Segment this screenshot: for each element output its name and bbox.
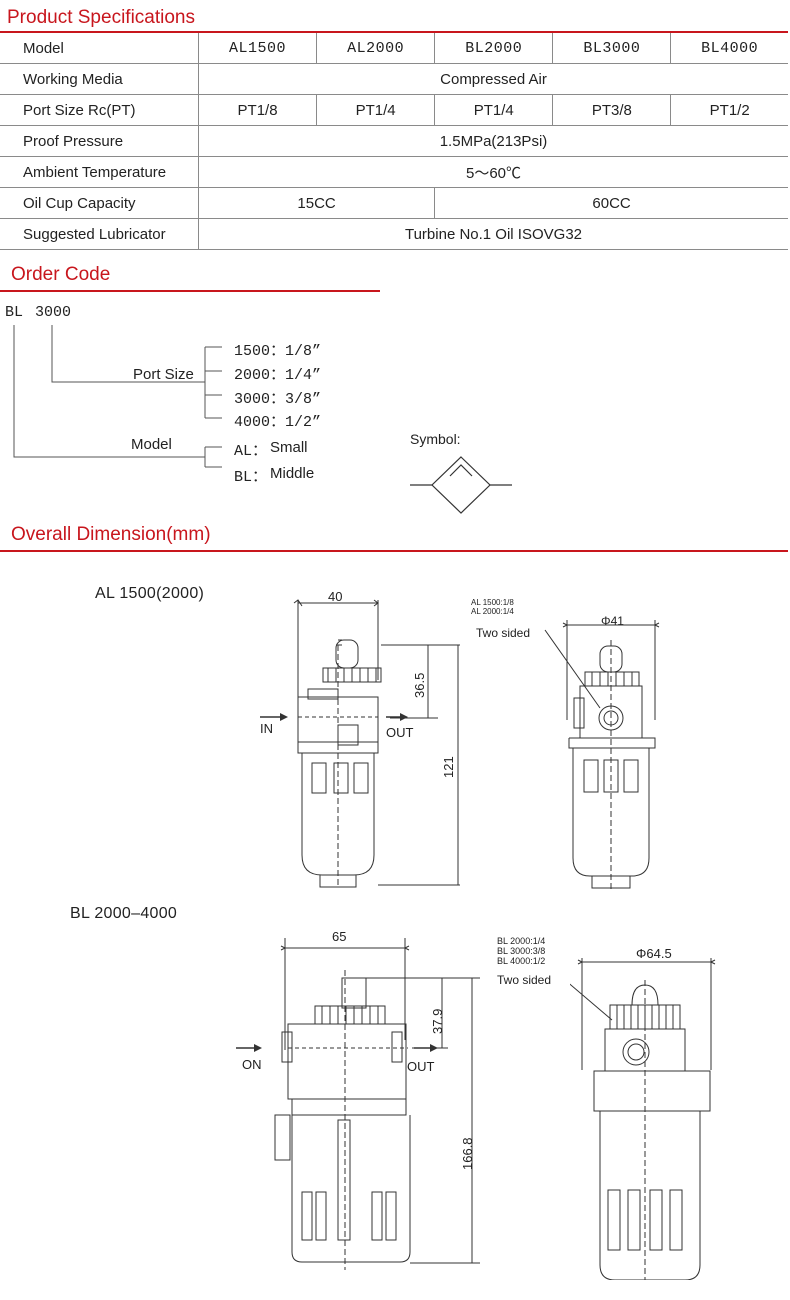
- bl-out-label: OUT: [407, 1059, 435, 1074]
- spec-cell-model-2: AL2000: [316, 33, 436, 64]
- spec-row-media: Working Media Compressed Air: [0, 63, 788, 95]
- bl-dim-top-height: 37.9: [430, 1008, 445, 1034]
- spec-cell-model-3: BL2000: [434, 33, 554, 64]
- symbol-label: Symbol:: [410, 431, 461, 447]
- al-port-note-1: AL 1500:1/8: [471, 598, 514, 607]
- lubricator-symbol-icon: [410, 456, 512, 514]
- spec-row-proof: Proof Pressure 1.5MPa(213Psi): [0, 125, 788, 157]
- bl-heading: BL 2000–4000: [70, 905, 178, 922]
- spec-row-lubricator: Suggested Lubricator Turbine No.1 Oil IS…: [0, 218, 788, 250]
- spec-label-lubricator: Suggested Lubricator: [0, 218, 199, 250]
- spec-title-underline: [0, 31, 788, 33]
- spec-cell-port-3: PT1/4: [434, 94, 554, 126]
- bl-dim-width: 65: [332, 929, 347, 944]
- bl-port-note-3: BL 4000:1/2: [497, 956, 546, 966]
- order-code-prefix: BL: [5, 304, 24, 321]
- al-side-drawing: [544, 620, 660, 890]
- spec-cell-model-1: AL1500: [197, 33, 318, 64]
- al-heading: AL 1500(2000): [95, 585, 205, 602]
- bl-in-label: ON: [242, 1057, 262, 1072]
- order-model-label: Model: [131, 436, 172, 453]
- al-front-drawing: [260, 599, 460, 888]
- dimension-title-underline: [0, 550, 788, 552]
- spec-cell-model-4: BL3000: [552, 33, 672, 64]
- spec-label-oil: Oil Cup Capacity: [0, 187, 199, 219]
- al-in-label: IN: [260, 721, 273, 736]
- order-title-underline: [0, 290, 380, 292]
- spec-cell-lubricator: Turbine No.1 Oil ISOVG32: [198, 218, 788, 250]
- bl-dim-height: 166.8: [460, 1137, 475, 1170]
- spec-row-model: Model AL1500 AL2000 BL2000 BL3000 BL4000: [0, 33, 788, 64]
- al-dim-top-height: 36.5: [412, 672, 427, 698]
- bl-port-note-2: BL 3000:3/8: [497, 946, 546, 956]
- order-model-code-bl: BL：: [234, 469, 268, 486]
- al-out-label: OUT: [386, 725, 414, 740]
- order-code-number: 3000: [35, 304, 72, 321]
- spec-cell-port-4: PT3/8: [552, 94, 672, 126]
- spec-table: Model AL1500 AL2000 BL2000 BL3000 BL4000…: [0, 33, 788, 250]
- order-model-desc-bl: Middle: [270, 465, 315, 482]
- al-port-note-2: AL 2000:1/4: [471, 607, 514, 616]
- al-dim-side-width: Φ41: [601, 614, 624, 628]
- spec-row-port: Port Size Rc(PT) PT1/8 PT1/4 PT1/4 PT3/8…: [0, 94, 788, 126]
- order-port-option-1: 1500：1/8”: [234, 343, 322, 360]
- order-port-option-4: 4000：1/2”: [234, 414, 322, 431]
- order-port-option-3: 3000：3/8”: [234, 391, 322, 408]
- al-dim-width: 40: [328, 589, 343, 604]
- order-code-tree: [13, 325, 222, 468]
- spec-title: Product Specifications: [7, 7, 195, 28]
- order-model-code-al: AL：: [234, 443, 268, 460]
- al-two-sided: Two sided: [476, 626, 531, 640]
- spec-cell-port-5: PT1/2: [670, 94, 788, 126]
- spec-label-media: Working Media: [0, 63, 199, 95]
- al-dim-height: 121: [441, 756, 456, 778]
- bl-front-drawing: [236, 938, 480, 1270]
- spec-row-temp: Ambient Temperature 5～60℃: [0, 156, 788, 188]
- dimension-title: Overall Dimension(mm): [11, 524, 211, 545]
- spec-cell-media: Compressed Air: [198, 63, 788, 95]
- spec-cell-oil-bl: 60CC: [434, 187, 788, 219]
- order-port-option-2: 2000：1/4”: [234, 367, 322, 384]
- spec-label-proof: Proof Pressure: [0, 125, 199, 157]
- spec-cell-oil-al: 15CC: [197, 187, 436, 219]
- spec-label-model: Model: [0, 33, 199, 64]
- spec-label-temp: Ambient Temperature: [0, 156, 199, 188]
- bl-port-note-1: BL 2000:1/4: [497, 936, 546, 946]
- bl-side-drawing: [570, 958, 716, 1280]
- bl-port-notes: BL 2000:1/4 BL 3000:3/8 BL 4000:1/2: [497, 936, 545, 966]
- order-model-desc-al: Small: [270, 439, 308, 456]
- al-port-notes: AL 1500:1/8 AL 2000:1/4: [471, 598, 514, 616]
- spec-label-port: Port Size Rc(PT): [0, 94, 199, 126]
- spec-cell-temp: 5～60℃: [198, 156, 788, 188]
- bl-dim-side-width: Φ64.5: [636, 946, 672, 961]
- spec-cell-port-2: PT1/4: [316, 94, 436, 126]
- spec-cell-port-1: PT1/8: [197, 94, 318, 126]
- spec-cell-model-5: BL4000: [670, 33, 788, 64]
- spec-cell-proof: 1.5MPa(213Psi): [198, 125, 788, 157]
- order-title: Order Code: [11, 264, 111, 285]
- spec-row-oil: Oil Cup Capacity 15CC 60CC: [0, 187, 788, 219]
- bl-two-sided: Two sided: [497, 973, 552, 987]
- order-port-size-label: Port Size: [133, 366, 194, 383]
